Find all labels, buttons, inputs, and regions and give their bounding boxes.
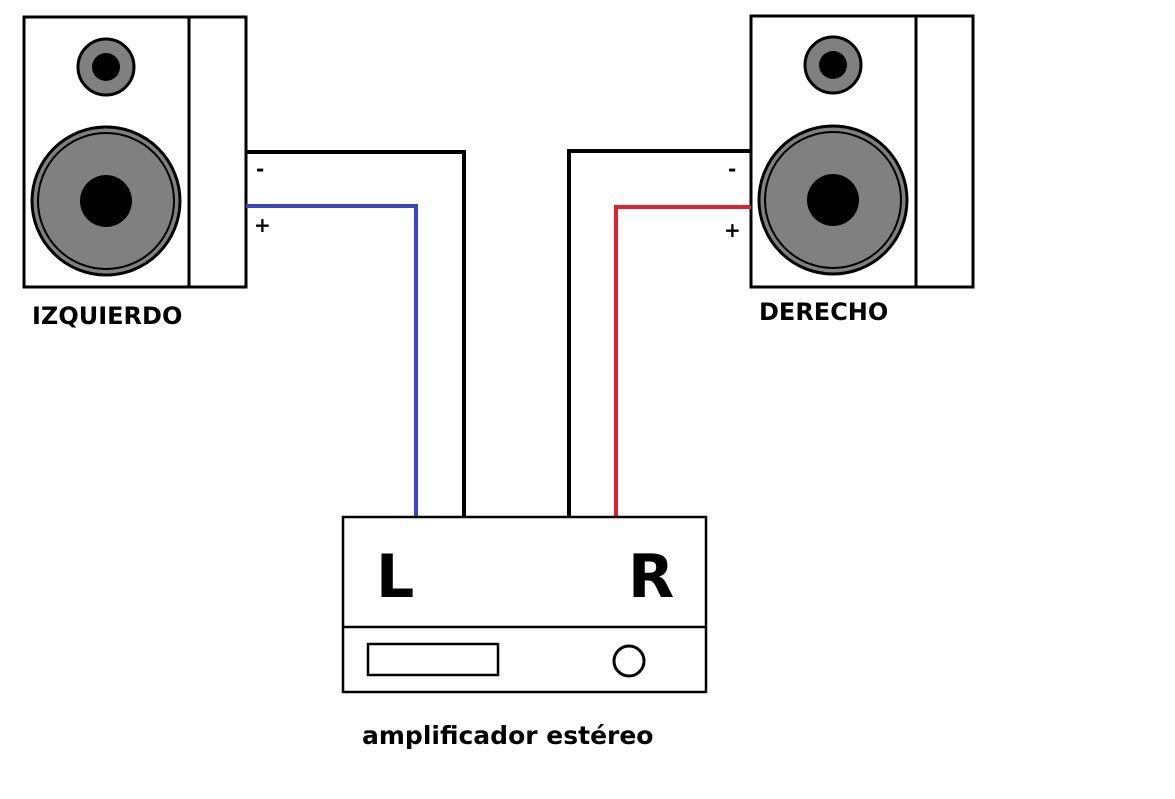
left-negative-wire xyxy=(246,150,466,526)
woofer-icon xyxy=(30,125,182,277)
left-speaker-label: IZQUIERDO xyxy=(32,302,182,330)
left-speaker-minus-sign: - xyxy=(256,157,264,181)
amplifier-icon xyxy=(341,515,708,694)
left-positive-wire xyxy=(246,204,418,526)
knob-icon xyxy=(612,644,646,678)
right-positive-wire xyxy=(614,205,751,526)
woofer-icon xyxy=(757,124,909,276)
amplifier-left-channel-label: L xyxy=(376,542,414,612)
tweeter-icon xyxy=(76,37,136,97)
amplifier-right-channel-label: R xyxy=(628,542,674,612)
left-speaker xyxy=(22,15,248,289)
amplifier-caption: amplificador estéreo xyxy=(362,721,653,750)
left-speaker-plus-sign: + xyxy=(254,213,271,237)
right-speaker xyxy=(749,14,975,289)
display-icon xyxy=(366,642,500,677)
right-speaker-minus-sign: - xyxy=(728,157,736,181)
right-speaker-label: DERECHO xyxy=(759,298,888,326)
right-negative-wire xyxy=(567,149,751,526)
tweeter-icon xyxy=(803,35,863,95)
right-speaker-plus-sign: + xyxy=(724,218,741,242)
